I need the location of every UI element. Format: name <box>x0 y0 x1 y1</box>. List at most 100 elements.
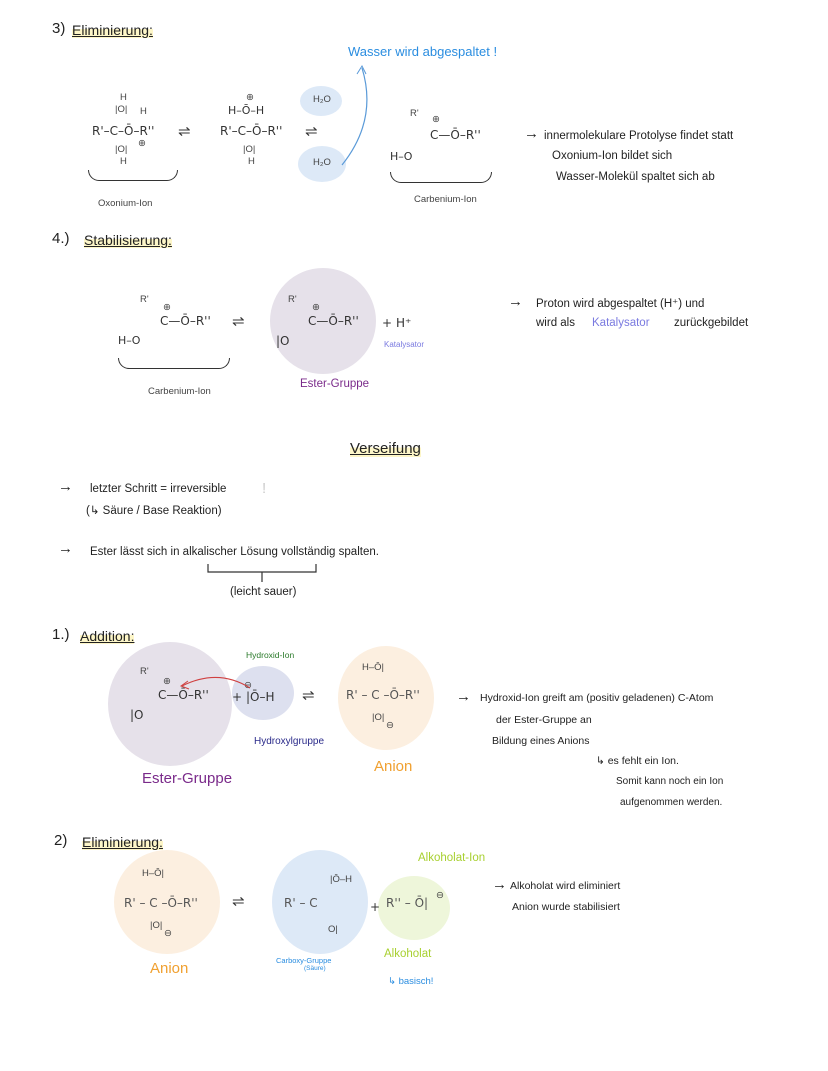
anion-label: Anion <box>374 758 413 775</box>
katalysator-label: Katalysator <box>384 340 425 349</box>
equilibrium-arrow: ⇌ <box>302 687 315 704</box>
bullet-item: innermolekulare Protolyse findet statt <box>544 130 734 142</box>
atom: H <box>140 106 147 117</box>
note-text: Proton wird abgespaltet (H⁺) und <box>536 298 705 310</box>
brace <box>118 358 230 369</box>
bullet-item: Bildung eines Anions <box>492 735 590 747</box>
formula: H–O <box>390 150 413 163</box>
note-text: (leicht sauer) <box>230 586 297 598</box>
plus-sign: + <box>232 690 243 704</box>
formula: H–O <box>118 334 141 347</box>
bullet-item: der Ester-Gruppe an <box>496 714 592 726</box>
section-number: 2) <box>54 832 68 849</box>
alkoholat-highlight <box>378 876 450 940</box>
brace <box>88 170 178 181</box>
proton: H⁺ <box>396 316 412 330</box>
equilibrium-arrow: ⇌ <box>232 313 245 330</box>
equilibrium-arrow: ⇌ <box>305 123 318 140</box>
arrow-icon: → <box>524 125 539 142</box>
atom: H <box>248 156 255 167</box>
formula: C—Ō–R'' <box>308 314 359 328</box>
section-number: 4.) <box>52 230 70 247</box>
bullet-item: Hydroxid-Ion greift am (positiv geladene… <box>480 692 714 704</box>
section-title: Eliminierung: <box>72 22 153 38</box>
section-title: Stabilisierung: <box>84 232 172 248</box>
formula: R' – C <box>284 896 318 910</box>
section-title: Eliminierung: <box>82 834 163 850</box>
charge: ⊕ <box>163 676 171 687</box>
bullet-item: Anion wurde stabilisiert <box>512 901 620 913</box>
section-number: 1.) <box>52 626 70 643</box>
atom: |O| <box>372 712 385 723</box>
carboxy-highlight <box>272 850 368 954</box>
hydroxid-ion-label: Hydroxid-Ion <box>246 650 295 660</box>
atom: |O| <box>243 144 256 155</box>
charge: ⊕ <box>138 138 146 149</box>
alkoholat-formula: R'' – Ō| <box>386 896 429 910</box>
atom: H <box>120 92 127 103</box>
bullet-item: Alkoholat wird eliminiert <box>510 880 621 892</box>
carboxy-label: (Säure) <box>304 965 326 972</box>
water-formula: H₂O <box>313 94 331 105</box>
arrow-icon: → <box>58 540 73 557</box>
alkoholat-label: Alkoholat <box>384 948 432 960</box>
brace <box>390 172 492 183</box>
arrow-icon: → <box>508 293 523 310</box>
alkoholat-ion-label: Alkoholat-Ion <box>418 852 486 864</box>
formula: R'–C–Ō–R'' <box>220 124 283 138</box>
water-leave-arrow <box>341 64 368 166</box>
anion-highlight <box>114 850 220 954</box>
exclamation-mark: ! <box>262 480 267 497</box>
charge: ⊕ <box>163 302 171 313</box>
hydroxyl-label: Hydroxylgruppe <box>254 736 325 747</box>
heading-verseifung: Verseifung <box>350 440 421 457</box>
atom: R' <box>410 108 419 119</box>
plus-sign: + <box>370 900 381 914</box>
formula: R' – C –Ō–R'' <box>346 688 420 702</box>
ester-label: Ester-Gruppe <box>300 378 370 390</box>
plus-sign: + <box>382 316 393 330</box>
formula: H–Ō–H <box>228 104 265 117</box>
formula: C—Ō–R'' <box>160 314 211 328</box>
sub-note: aufgenommen werden. <box>620 797 723 808</box>
equilibrium-arrow: ⇌ <box>232 893 245 910</box>
charge: ⊕ <box>432 114 440 125</box>
note-text: zurückgebildet <box>674 317 749 329</box>
atom: R' <box>288 294 297 305</box>
oxonium-label: Oxonium-Ion <box>98 198 153 209</box>
sub-note: Somit kann noch ein Ion <box>616 776 724 787</box>
katalysator-highlight: Katalysator <box>592 317 650 329</box>
formula: |Ō–H <box>330 874 353 885</box>
charge: ⊕ <box>246 92 254 103</box>
charge: ⊖ <box>386 720 394 731</box>
note-text: wird als <box>536 317 575 329</box>
bullet-item: Oxonium-Ion bildet sich <box>552 150 673 162</box>
charge: ⊖ <box>244 680 252 691</box>
ester-label: Ester-Gruppe <box>142 770 233 787</box>
hydroxyl-highlight <box>232 666 294 720</box>
water-highlight <box>300 86 342 116</box>
atom: |O| <box>115 104 128 115</box>
ester-highlight <box>270 268 376 374</box>
section-number: 3) <box>52 20 66 37</box>
formula: C—Ō–R'' <box>430 128 481 142</box>
carbenium-label: Carbenium-Ion <box>414 194 477 205</box>
arrow-icon: → <box>456 688 471 705</box>
atom: O| <box>328 924 338 935</box>
note-text: letzter Schritt = irreversible <box>90 483 227 495</box>
formula: H–Ō| <box>362 662 385 673</box>
equilibrium-arrow: ⇌ <box>178 123 191 140</box>
atom: |O| <box>115 144 128 155</box>
formula: |O <box>276 334 290 348</box>
charge: ⊖ <box>436 890 444 901</box>
water-note: Wasser wird abgespaltet ! <box>348 44 498 59</box>
carbenium-label: Carbenium-Ion <box>148 386 211 397</box>
anion-highlight <box>338 646 434 750</box>
atom: R' <box>140 666 149 677</box>
electron-arrow <box>179 676 251 690</box>
water-highlight <box>298 146 346 182</box>
anion-label: Anion <box>150 960 189 977</box>
formula: C—Ō–R'' <box>158 688 209 702</box>
arrow-icon: → <box>492 876 507 893</box>
formula: R'–C–Ō–R'' <box>92 124 155 138</box>
